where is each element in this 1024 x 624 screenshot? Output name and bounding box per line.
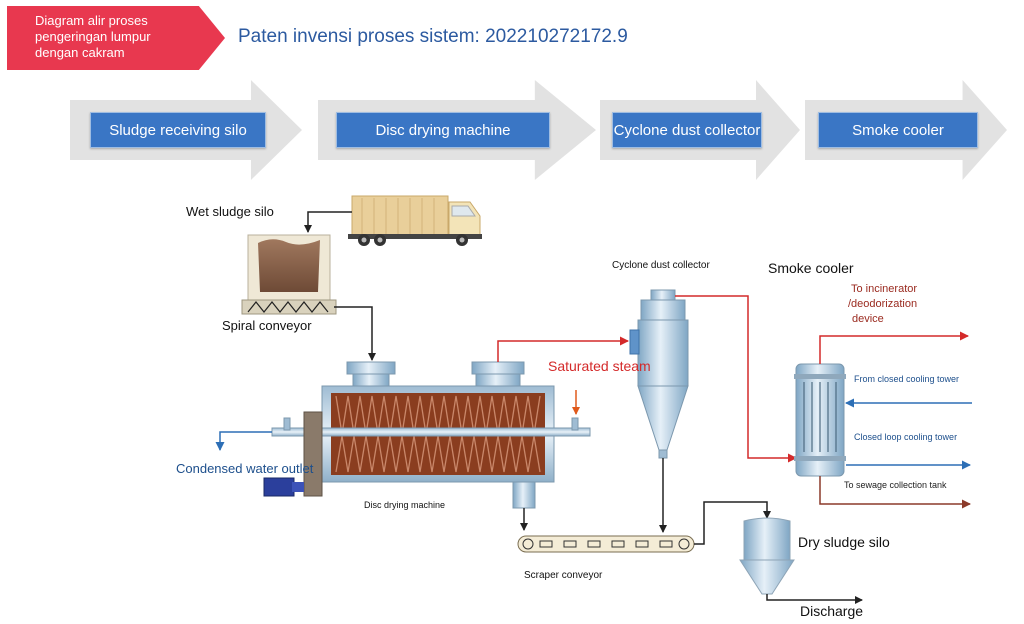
- step-sludge-receiving-silo: Sludge receiving silo: [90, 112, 266, 148]
- label-device: device: [852, 313, 884, 325]
- label-to-sewage-collection-tank: To sewage collection tank: [844, 480, 947, 490]
- label-disc-drying-machine: Disc drying machine: [364, 500, 446, 510]
- title-badge: Diagram alir proses pengeringan lumpur d…: [7, 6, 225, 70]
- label-condensed-water-outlet: Condensed water outlet: [176, 461, 314, 476]
- label-wet-sludge-silo: Wet sludge silo: [186, 204, 274, 219]
- disc-drying-machine: [263, 361, 591, 509]
- label-from-closed-cooling-tower: From closed cooling tower: [854, 374, 960, 384]
- truck-icon: [348, 195, 482, 246]
- cyclone-dust-collector: [629, 289, 689, 459]
- label-discharge: Discharge: [800, 603, 864, 619]
- label-scraper-conveyor: Scraper conveyor: [524, 570, 603, 581]
- badge-line-2: pengeringan lumpur: [35, 29, 151, 44]
- step-cyclone-dust-collector: Cyclone dust collector: [612, 112, 762, 148]
- label-deodorization: /deodorization: [848, 298, 918, 310]
- badge-line-1: Diagram alir proses: [35, 13, 148, 28]
- step-disc-drying-machine: Disc drying machine: [336, 112, 550, 148]
- label-to-incinerator: To incinerator: [851, 283, 918, 295]
- scraper-conveyor: [517, 535, 695, 553]
- label-dry-sludge-silo: Dry sludge silo: [798, 534, 890, 550]
- wet-sludge-silo: [241, 234, 337, 315]
- smoke-cooler: [794, 363, 846, 477]
- dry-sludge-silo: [739, 517, 795, 595]
- patent-title: Paten invensi proses sistem: 20221027217…: [238, 26, 628, 47]
- label-closed-loop-cooling-tower: Closed loop cooling tower: [854, 432, 958, 442]
- label-saturated-steam: Saturated steam: [548, 358, 651, 374]
- label-cyclone-dust-collector: Cyclone dust collector: [612, 260, 710, 271]
- label-spiral-conveyor: Spiral conveyor: [222, 318, 312, 333]
- label-smoke-cooler: Smoke cooler: [768, 260, 854, 276]
- process-steps: Sludge receiving silo Disc drying machin…: [0, 0, 1024, 200]
- step-smoke-cooler: Smoke cooler: [818, 112, 978, 148]
- badge-line-3: dengan cakram: [35, 45, 125, 60]
